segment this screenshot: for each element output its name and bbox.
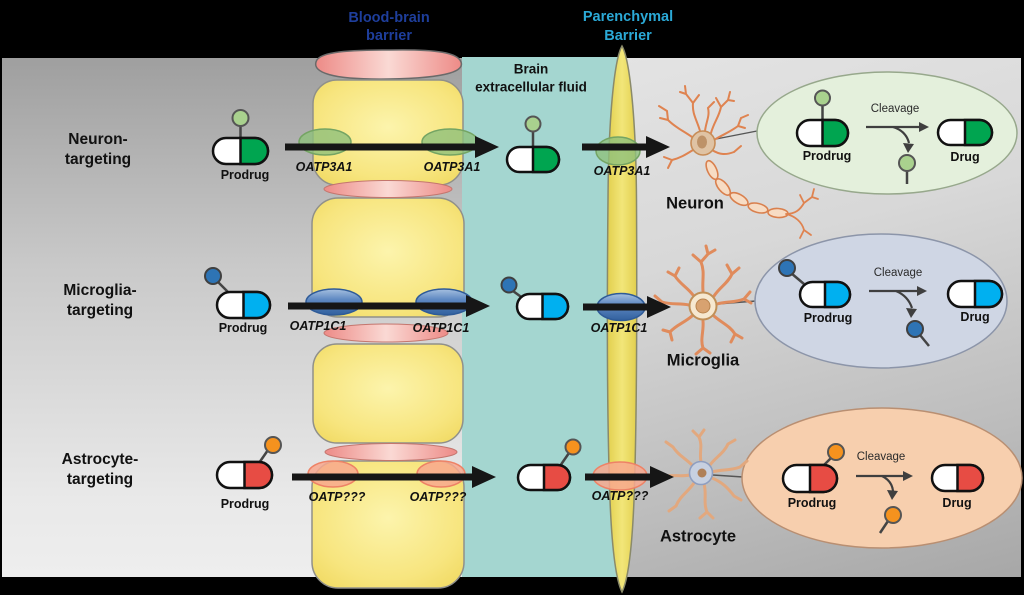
drug-label-neuron: Drug [950,150,980,164]
prodrug-capsule-astrocyte-ecf [516,463,572,492]
astrocyte-cell-label: Astrocyte [659,527,737,546]
blood-brain-barrier-label-line2: barrier [366,28,412,44]
microglia-nucleus [695,298,711,314]
oatp3a1-transporter-right [421,128,479,156]
cleavage-label-microglia: Cleavage [873,267,923,279]
oatp3a1-label-right: OATP3A1 [423,160,481,174]
oatp1c1-transporter-left [305,288,363,316]
oatp-unknown-label-left: OATP??? [308,490,366,504]
oatp-unknown-label-right: OATP??? [409,490,467,504]
astrocyte-cell-drawing [653,428,749,520]
prodrug-capsule-neuron-blood [211,136,270,166]
cleavage-reactions [856,122,930,534]
released-ligand-green [898,154,916,172]
tight-junction-3 [324,443,458,461]
oatp1c1-label-parenchymal: OATP1C1 [590,321,648,335]
drug-label-astrocyte: Drug [942,496,972,510]
row-microglia-target-label-line2: targeting [66,302,134,319]
brain-ecf-label-line1: Brain [513,61,549,77]
blood-brain-barrier-label-line1: Blood-brain [348,10,430,26]
oatp3a1-label-left: OATP3A1 [295,160,353,174]
drug-capsule-astrocyte [930,463,985,493]
oatp1c1-transporter-right [415,288,473,316]
microglia-cleavage-oval [754,233,1008,369]
row-neuron-target-label-line2: targeting [64,151,132,168]
prodrug-capsule-astrocyte-blood [215,460,274,490]
oatp3a1-transporter-left [298,128,352,156]
endothelial-cell-4 [311,460,465,589]
prodrug-ligand-astrocyte-ecf [564,438,582,456]
parenchymal-barrier-label-line1: Parenchymal [582,9,674,25]
bbb-endothelial-cells [311,49,465,589]
microglia-cell-label: Microglia [666,351,740,370]
prodrug-label-astrocyte-oval: Prodrug [787,496,837,510]
neuron-callout-line [715,130,758,140]
prodrug-capsule-microglia-blood [215,290,272,320]
cleavage-label-neuron: Cleavage [870,103,920,115]
row-neuron-target-label-line1: Neuron- [68,131,128,148]
parenchymal-barrier-label-line2: Barrier [604,28,652,44]
capsules [204,89,1004,494]
prodrug-capsule-microglia-oval [798,280,852,309]
prodrug-label-neuron-blood: Prodrug [220,168,270,182]
prodrug-ligand-neuron-ecf [524,115,542,133]
prodrug-ligand-neuron-blood [231,109,250,127]
row-microglia-target-label-line1: Microglia- [63,282,137,299]
prodrug-ligand-microglia-oval [778,259,796,277]
prodrug-capsule-microglia-ecf [515,292,570,321]
prodrug-ligand-astrocyte-blood [264,436,282,454]
drug-label-microglia: Drug [960,310,990,324]
prodrug-ligand-astrocyte-oval [827,443,845,461]
astrocyte-callout-line [712,474,744,478]
prodrug-ligand-neuron-oval [814,89,831,107]
row-astrocyte-target-label-line1: Astrocyte- [61,451,139,468]
oatp-unknown-label-parenchymal: OATP??? [591,489,649,503]
prodrug-label-microglia-oval: Prodrug [803,311,853,325]
astrocyte-cleavage-oval [741,407,1023,549]
oatp3a1-transporter-parenchymal [595,136,641,166]
cleavage-label-astrocyte: Cleavage [856,451,906,463]
neuron-nucleus [697,135,707,149]
prodrug-label-astrocyte-blood: Prodrug [220,497,270,511]
prodrug-ligand-microglia-blood [204,267,222,285]
drug-capsule-microglia [946,279,1004,309]
oatp3a1-label-parenchymal: OATP3A1 [593,164,651,178]
tight-junction-2 [323,323,449,343]
row-astrocyte-target-label-line2: targeting [66,471,134,488]
endothelial-cell-3 [312,343,464,444]
released-ligand-orange [884,506,902,524]
prodrug-label-microglia-blood: Prodrug [218,321,268,335]
neuron-cell-label: Neuron [666,194,724,213]
prodrug-label-neuron-oval: Prodrug [802,149,852,163]
prodrug-capsule-astrocyte-oval [781,463,839,494]
brain-ecf-label-line2: extracellular fluid [475,79,587,95]
prodrug-ligand-microglia-ecf [500,276,518,294]
oatp1c1-label-left: OATP1C1 [289,319,347,333]
pericyte-cap [314,49,463,80]
oatp1c1-label-right: OATP1C1 [412,321,470,335]
drug-capsule-neuron [936,118,994,147]
microglia-cell-drawing [653,244,753,356]
astrocyte-nucleus [697,468,707,478]
prodrug-capsule-neuron-oval [795,118,850,148]
released-ligand-blue [906,320,924,338]
neuron-cell-drawing [658,85,819,239]
tight-junction-1 [323,180,453,198]
prodrug-capsule-neuron-ecf [505,145,561,174]
transport-arrows [285,136,674,488]
